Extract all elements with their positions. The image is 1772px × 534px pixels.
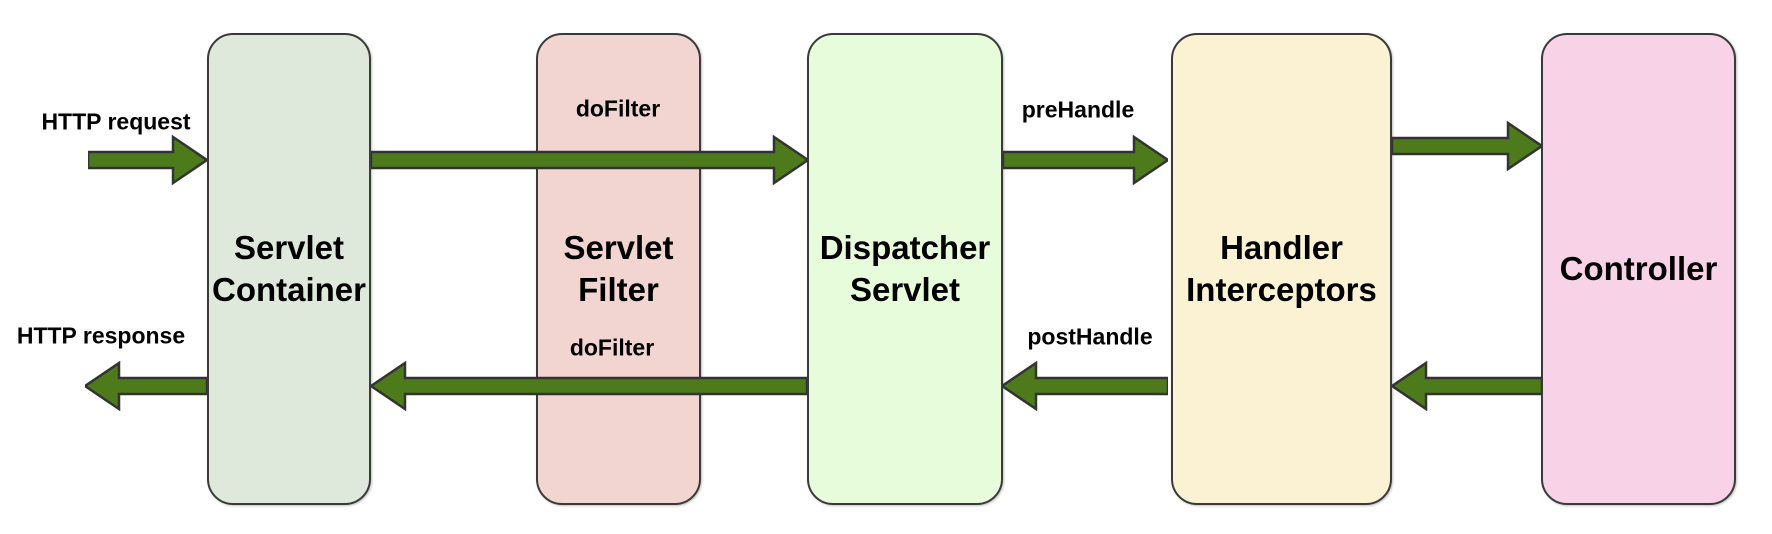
- right-arrow-icon: [371, 135, 808, 185]
- box-controller-title: Controller: [1560, 248, 1718, 290]
- dofilter-request-arrow: [371, 135, 808, 185]
- prehandle-arrow: [1003, 135, 1168, 185]
- dofilter-request-label: doFilter: [575, 95, 661, 122]
- http-response-label: HTTP response: [16, 322, 186, 349]
- http-request-label: HTTP request: [41, 108, 191, 135]
- http-response-arrow: [85, 361, 207, 411]
- box-title-line: Controller: [1559, 250, 1718, 287]
- handler-to-controller-arrow: [1392, 121, 1542, 171]
- left-arrow-icon: [1392, 361, 1542, 411]
- box-title-line: Servlet: [233, 229, 345, 266]
- dofilter-response-arrow: [371, 361, 807, 411]
- box-handler-interceptors: Handler Interceptors: [1171, 33, 1392, 505]
- box-title-line: Handler: [1220, 229, 1343, 266]
- box-title-line: Container: [211, 271, 366, 308]
- left-arrow-icon: [85, 361, 207, 411]
- dofilter-response-label: doFilter: [569, 334, 655, 361]
- box-title-line: Interceptors: [1186, 271, 1377, 308]
- box-servlet-container-title: Servlet Container: [212, 227, 366, 311]
- prehandle-label: preHandle: [1021, 96, 1135, 123]
- box-servlet-container: Servlet Container: [207, 33, 371, 505]
- box-handler-interceptors-title: Handler Interceptors: [1186, 227, 1377, 311]
- box-title-line: Filter: [578, 271, 659, 308]
- right-arrow-icon: [88, 135, 207, 185]
- box-servlet-filter: Servlet Filter: [536, 33, 701, 505]
- controller-to-handler-arrow: [1392, 361, 1542, 411]
- left-arrow-icon: [1002, 361, 1168, 411]
- box-servlet-filter-title: Servlet Filter: [563, 227, 673, 311]
- posthandle-arrow: [1002, 361, 1168, 411]
- box-dispatcher-servlet-title: Dispatcher Servlet: [820, 227, 991, 311]
- http-request-arrow: [88, 135, 207, 185]
- box-title-line: Servlet: [849, 271, 961, 308]
- box-controller: Controller: [1541, 33, 1736, 505]
- posthandle-label: postHandle: [1027, 323, 1153, 350]
- box-title-line: Servlet: [563, 229, 674, 266]
- box-dispatcher-servlet: Dispatcher Servlet: [807, 33, 1003, 505]
- right-arrow-icon: [1392, 121, 1542, 171]
- left-arrow-icon: [371, 361, 807, 411]
- box-title-line: Dispatcher: [819, 229, 991, 266]
- right-arrow-icon: [1003, 135, 1168, 185]
